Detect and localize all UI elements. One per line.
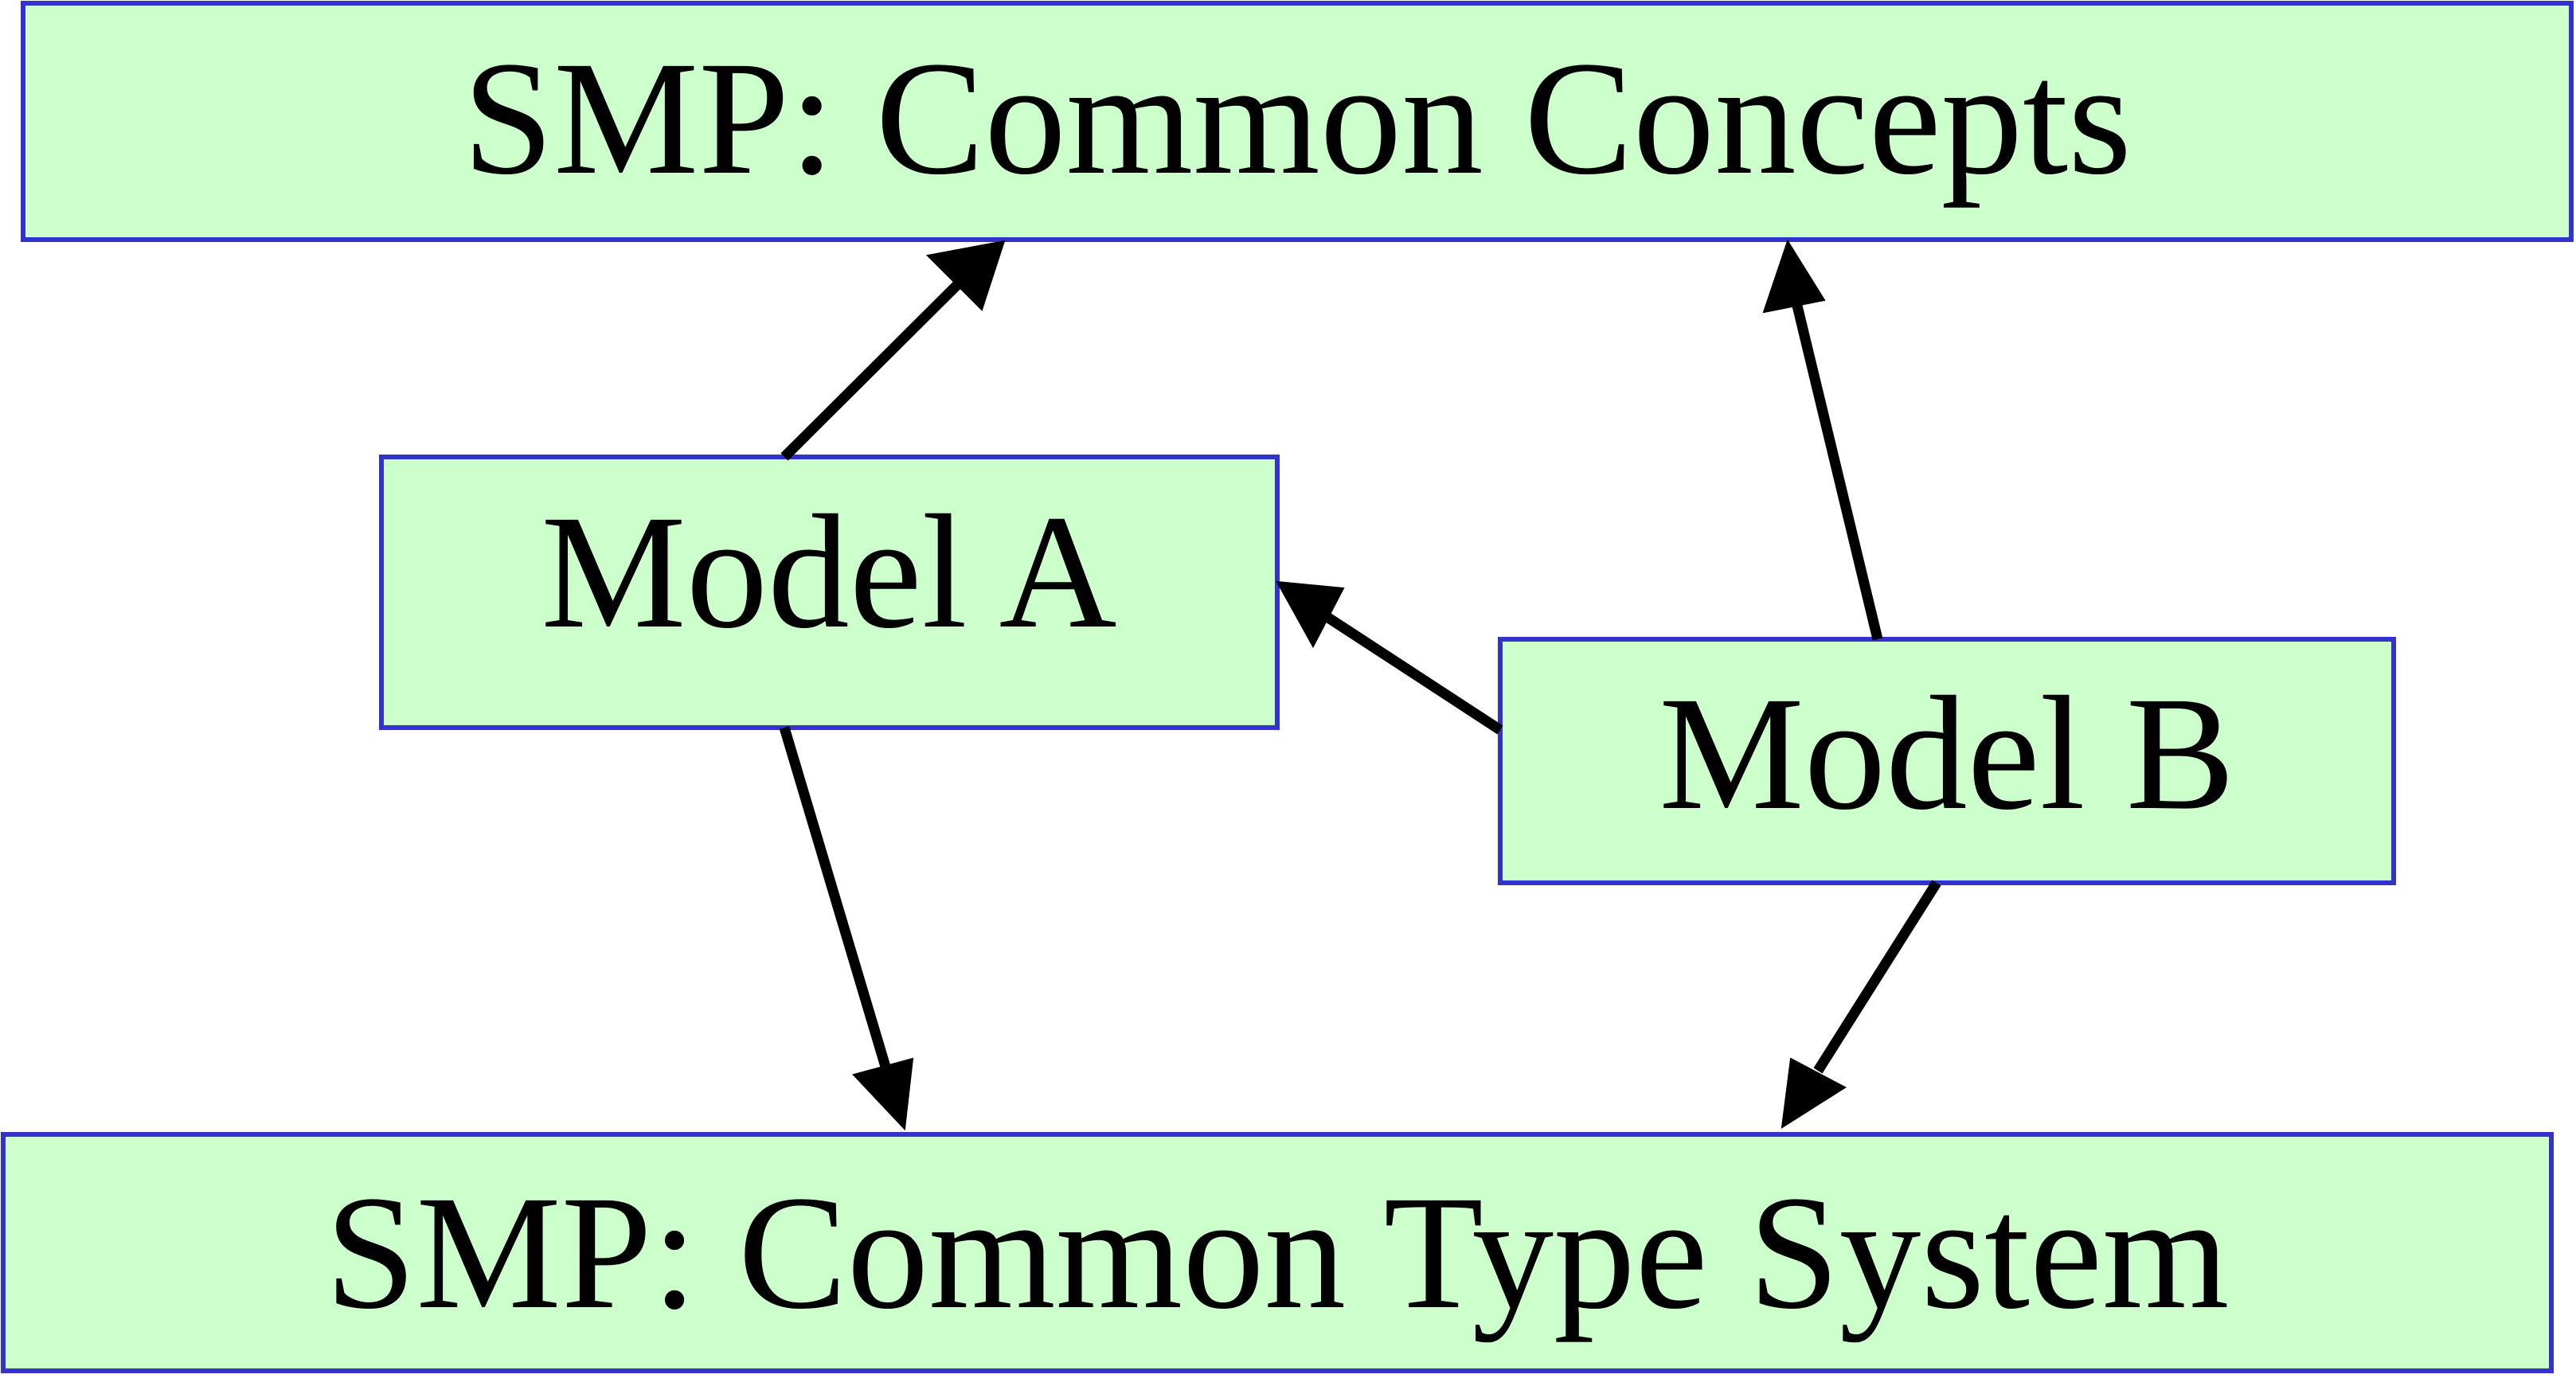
arrow-model-b-to-model-a	[1276, 580, 1503, 735]
common-type-system-box: SMP: Common Type System	[1, 1132, 2554, 1373]
common-concepts-box: SMP: Common Concepts	[21, 1, 2574, 242]
arrow-model-a-to-common-type-system	[779, 726, 914, 1131]
model-a-box: Model A	[379, 455, 1280, 730]
common-concepts-rect	[21, 1, 2574, 242]
arrow-model-b-to-common-concepts	[1762, 239, 1883, 641]
model-b-label: Model B	[1659, 663, 2234, 844]
common-type-system-rect	[1, 1132, 2554, 1373]
common-concepts-label: SMP: Common Concepts	[463, 28, 2132, 209]
model-a-label: Model A	[541, 482, 1116, 662]
model-a-rect	[379, 455, 1280, 730]
model-b-rect	[1498, 637, 2396, 885]
common-type-system-label: SMP: Common Type System	[325, 1162, 2229, 1343]
arrow-model-b-to-common-type-system	[1781, 880, 1941, 1129]
arrow-model-a-to-common-concepts	[780, 240, 1006, 461]
model-b-box: Model B	[1498, 637, 2396, 885]
